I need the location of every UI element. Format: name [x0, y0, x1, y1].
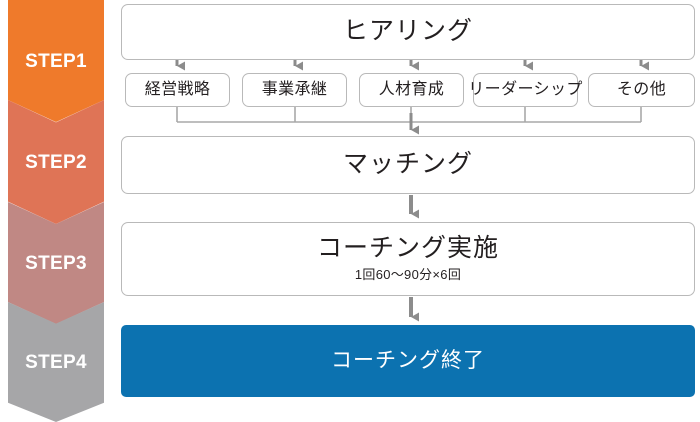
category-label-4: リーダーシップ [468, 81, 583, 98]
node-matching: マッチング [121, 136, 695, 194]
node-coaching: コーチング実施 1回60〜90分×6回 [121, 222, 695, 296]
node-matching-title: マッチング [342, 150, 473, 179]
step-rail: STEP1 STEP2 STEP3 STEP4 [8, 0, 104, 422]
category-box-5: その他 [588, 73, 695, 107]
category-box-2: 事業承継 [242, 73, 347, 107]
category-box-1: 経営戦略 [125, 73, 230, 107]
node-hearing: ヒアリング [121, 4, 695, 60]
step-chevron-1: STEP1 [8, 0, 104, 122]
node-coaching-subtitle: 1回60〜90分×6回 [354, 267, 462, 283]
step-chevron-4: STEP4 [8, 302, 104, 422]
category-label-3: 人材育成 [378, 81, 445, 98]
node-finish: コーチング終了 [121, 325, 695, 397]
category-label-5: その他 [616, 81, 667, 98]
step-label-4: STEP4 [25, 351, 87, 373]
flow-column: ヒアリング 経営戦略 事業承継 人材育成 リーダーシップ その他 マッチング コ… [121, 0, 695, 422]
step-label-1: STEP1 [25, 50, 87, 72]
category-label-2: 事業承継 [261, 81, 328, 98]
category-box-4: リーダーシップ [468, 73, 582, 107]
category-label-1: 経営戦略 [144, 81, 211, 98]
category-box-3: 人材育成 [359, 73, 464, 107]
node-coaching-title: コーチング実施 [316, 233, 499, 262]
step-label-3: STEP3 [25, 252, 87, 274]
step-label-2: STEP2 [25, 151, 87, 173]
node-hearing-title: ヒアリング [342, 17, 473, 46]
node-finish-title: コーチング終了 [331, 349, 485, 373]
